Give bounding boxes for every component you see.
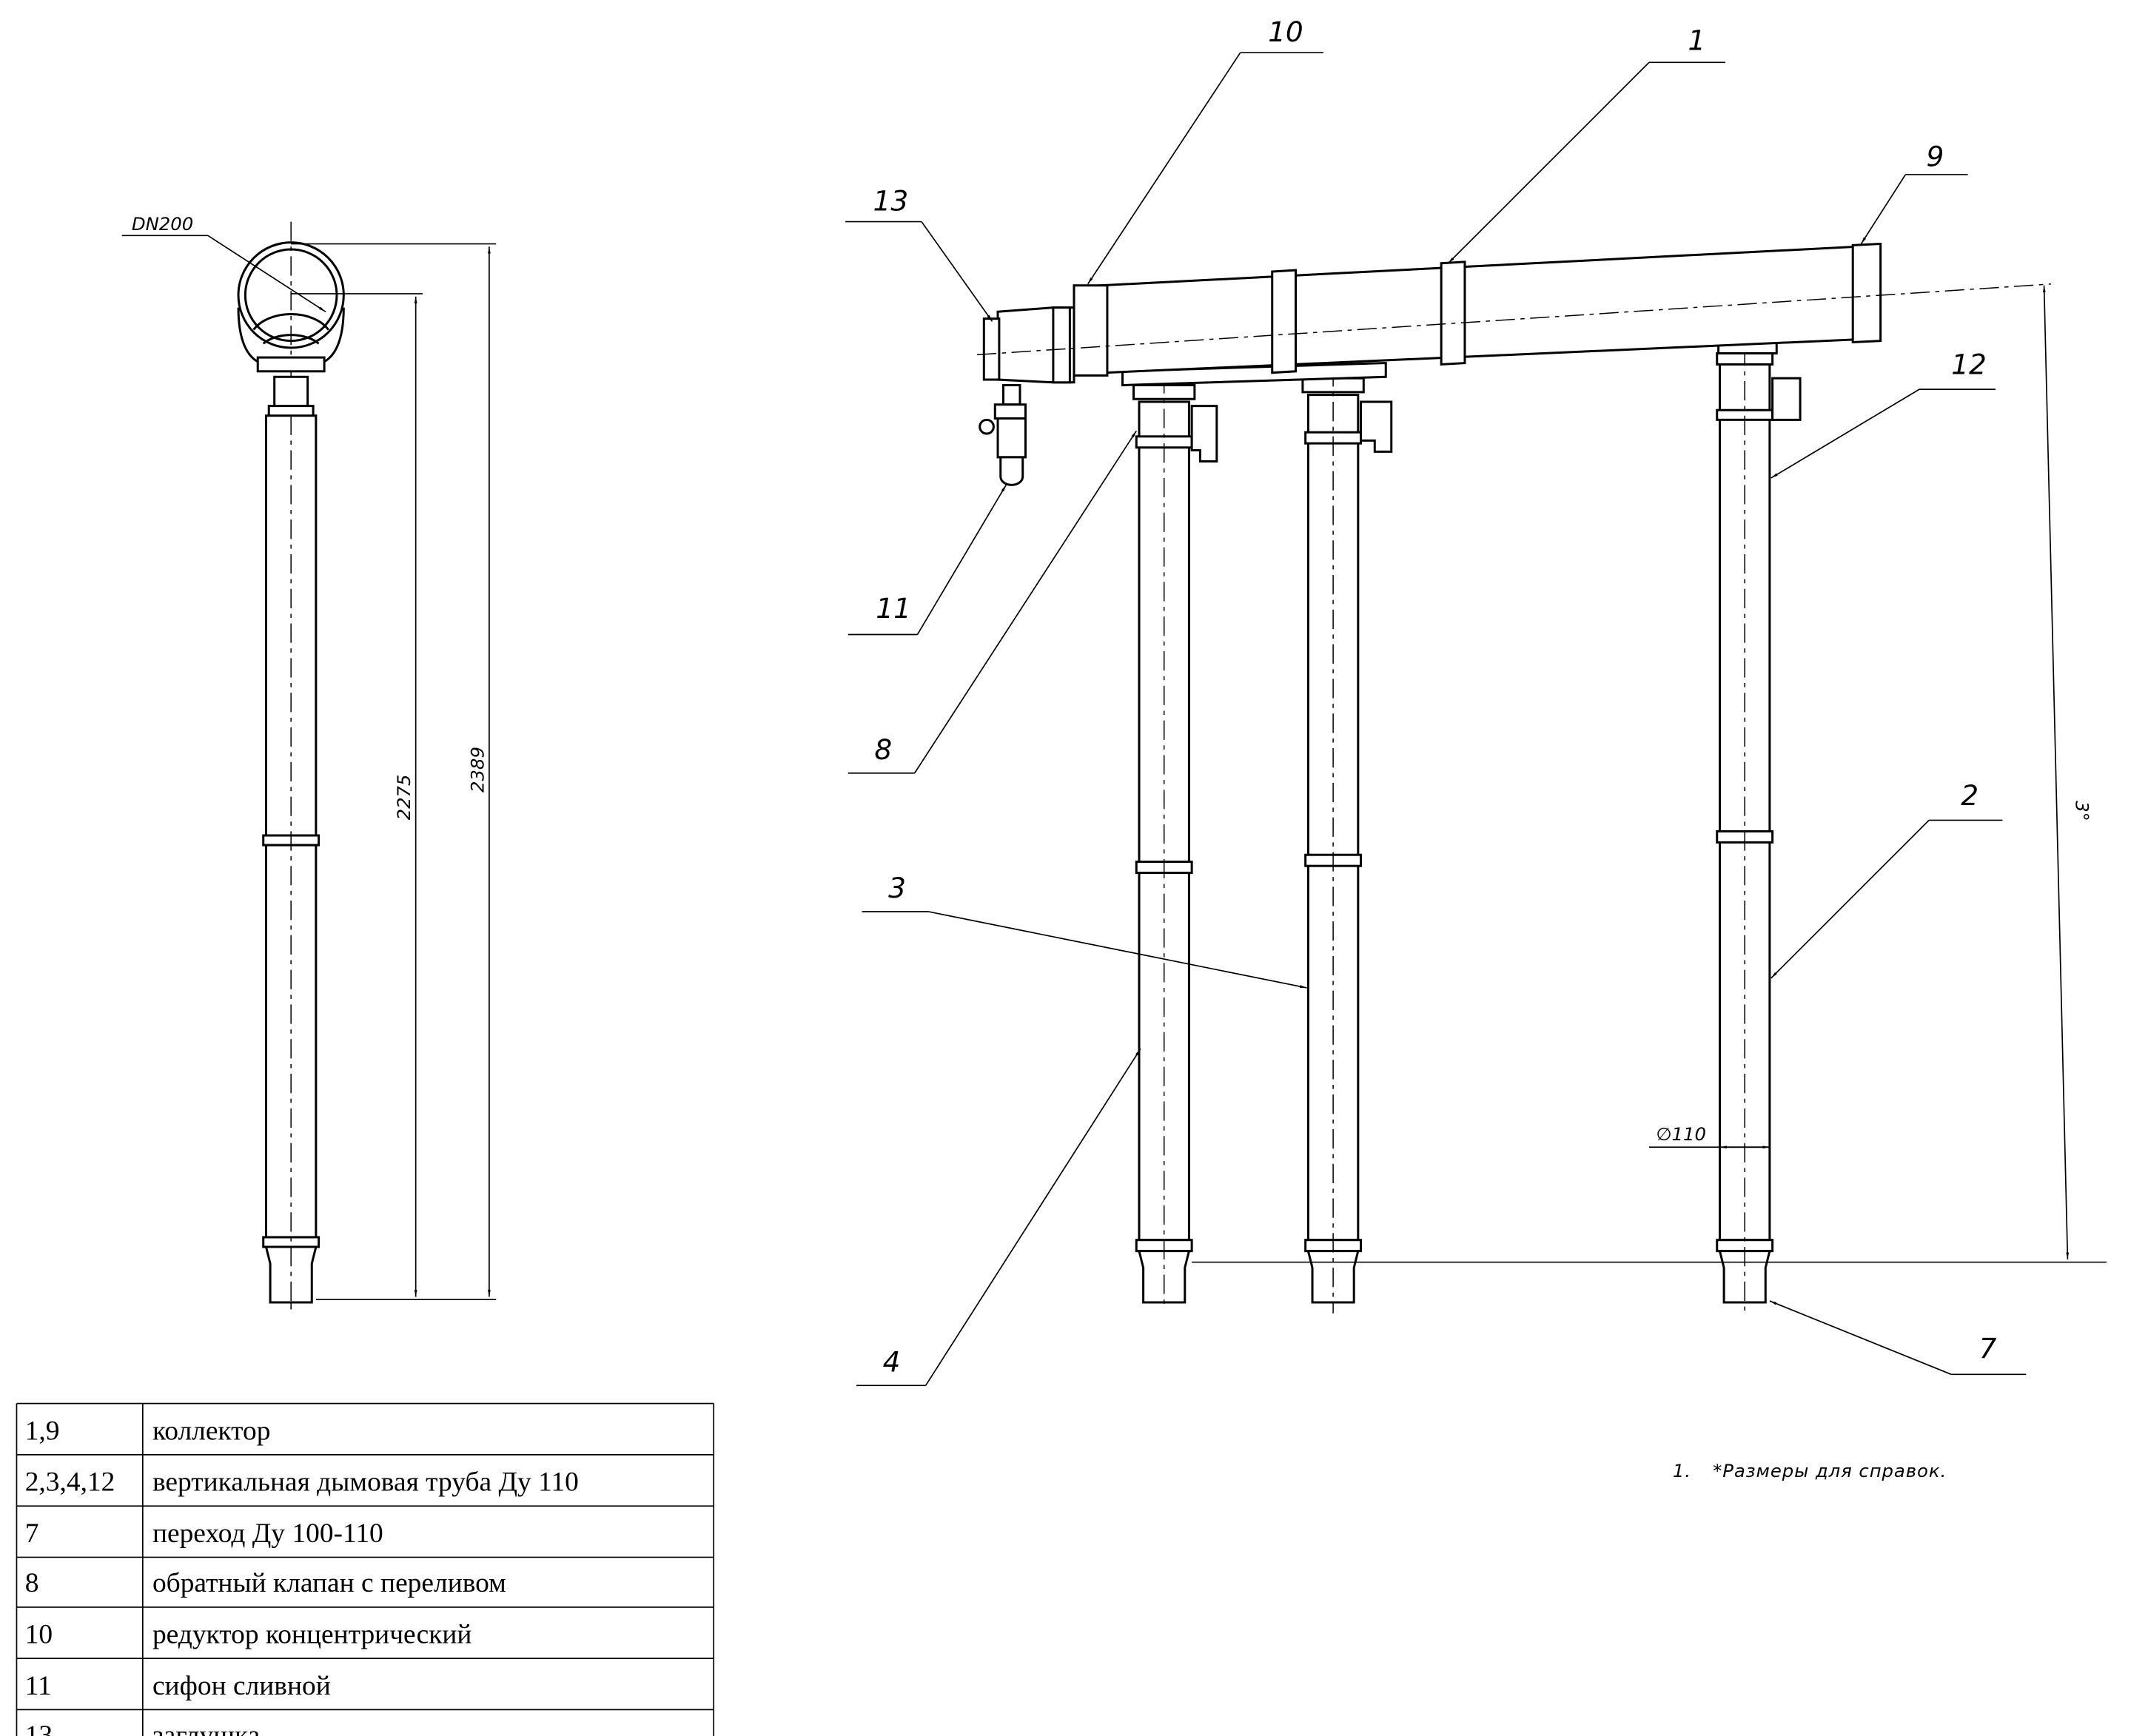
note-text: *Размеры для справок. <box>1713 1460 1947 1481</box>
front-view: 10 1 9 13 12 11 8 <box>845 16 2107 1481</box>
side-view: DN200 2275 2389 <box>121 213 497 1310</box>
callout-10: 10 <box>1087 16 1324 285</box>
svg-text:2,3,4,12: 2,3,4,12 <box>25 1467 115 1498</box>
svg-text:10: 10 <box>25 1620 53 1650</box>
diameter-label: ∅110 <box>1656 1123 1706 1145</box>
callout-12: 12 <box>1771 349 1996 479</box>
callout-4: 4 <box>856 1048 1141 1387</box>
svg-text:11: 11 <box>876 592 911 625</box>
svg-text:13: 13 <box>873 185 909 218</box>
svg-text:редуктор концентрический: редуктор концентрический <box>152 1620 472 1650</box>
dim-2275: 2275 <box>393 774 415 820</box>
svg-text:11: 11 <box>25 1671 52 1701</box>
svg-text:7: 7 <box>25 1518 39 1549</box>
callout-9: 9 <box>1860 141 1968 245</box>
dn200-label: DN200 <box>132 213 193 235</box>
callout-3: 3 <box>862 872 1307 989</box>
svg-text:1,9: 1,9 <box>25 1416 60 1446</box>
table-row: 8 обратный клапан с переливом <box>25 1568 506 1598</box>
table-row: 1,9 коллектор <box>25 1416 271 1446</box>
svg-text:7: 7 <box>1979 1332 1997 1365</box>
angle-label: 3° <box>2072 801 2093 821</box>
vertical-pipe-4 <box>1132 374 1218 1310</box>
svg-text:8: 8 <box>25 1568 39 1598</box>
svg-text:9: 9 <box>1926 141 1944 173</box>
svg-text:2: 2 <box>1961 779 1978 812</box>
callout-2: 2 <box>1771 779 2003 979</box>
vertical-pipe-2-12 <box>1716 346 1802 1313</box>
note-number: 1. <box>1673 1460 1691 1481</box>
vertical-pipe-3 <box>1301 367 1393 1313</box>
svg-text:8: 8 <box>874 733 892 766</box>
svg-text:10: 10 <box>1268 16 1303 48</box>
callout-8: 8 <box>848 430 1137 774</box>
svg-text:12: 12 <box>1951 349 1987 381</box>
callout-1: 1 <box>1447 24 1725 264</box>
plug <box>982 317 1001 381</box>
dim-2389: 2389 <box>466 747 488 793</box>
table-row: 7 переход Ду 100-110 <box>25 1518 383 1549</box>
svg-text:3: 3 <box>888 872 906 904</box>
svg-text:заглушка: заглушка <box>152 1720 261 1736</box>
svg-text:обратный клапан с переливом: обратный клапан с переливом <box>152 1568 506 1598</box>
clamp <box>273 375 309 408</box>
callout-13: 13 <box>845 185 993 322</box>
svg-text:4: 4 <box>883 1346 901 1379</box>
callout-11: 11 <box>848 484 1007 636</box>
table-row: 10 редуктор концентрический <box>25 1620 472 1650</box>
svg-text:вертикальная дымовая труба Ду: вертикальная дымовая труба Ду 110 <box>152 1467 579 1498</box>
svg-text:переход Ду 100-110: переход Ду 100-110 <box>152 1518 383 1549</box>
svg-text:13: 13 <box>25 1720 53 1736</box>
svg-text:коллектор: коллектор <box>152 1416 271 1446</box>
siphon <box>979 384 1027 486</box>
table-row: 2,3,4,12 вертикальная дымовая труба Ду 1… <box>25 1467 579 1498</box>
table-row: 11 сифон сливной <box>25 1671 331 1701</box>
svg-text:сифон сливной: сифон сливной <box>152 1671 331 1701</box>
parts-table: 1,9 коллектор 2,3,4,12 вертикальная дымо… <box>16 1402 715 1736</box>
collector-end-circle <box>237 241 345 349</box>
callout-7: 7 <box>1769 1300 2027 1376</box>
svg-text:1: 1 <box>1688 24 1705 56</box>
table-row: 13 заглушка <box>25 1720 261 1736</box>
